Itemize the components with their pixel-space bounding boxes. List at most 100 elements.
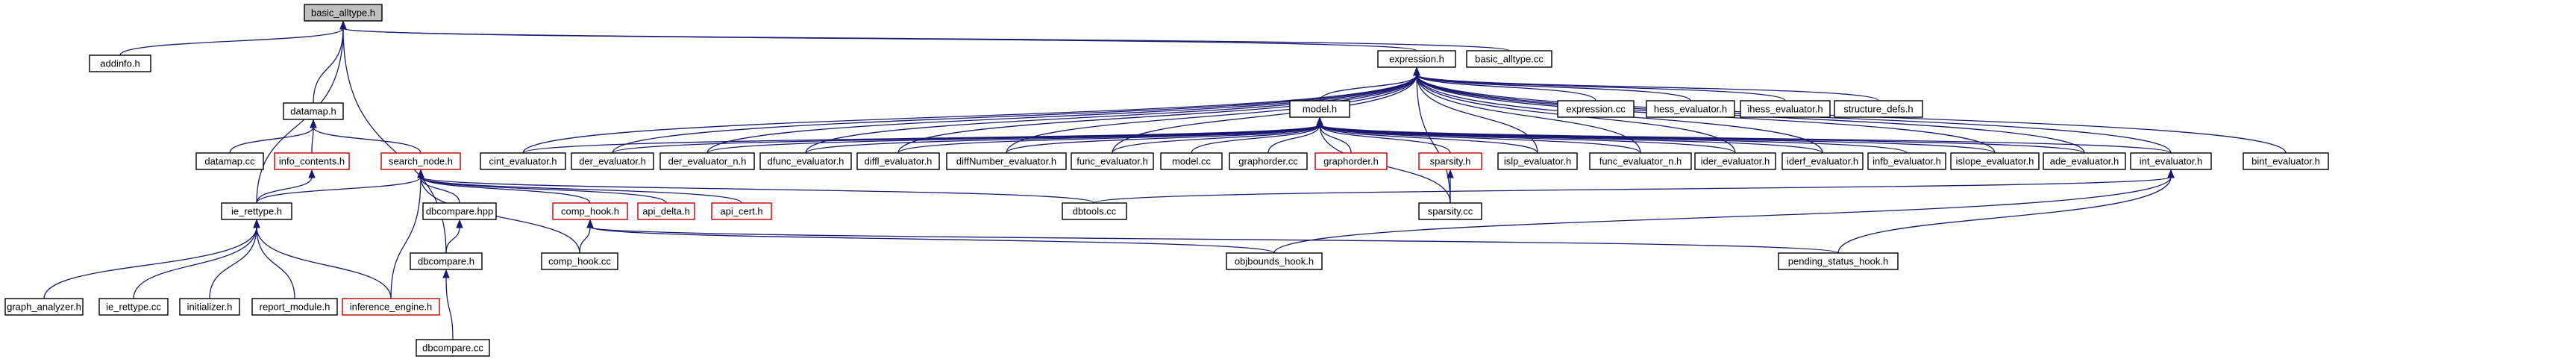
edge-datamap_cc-to-datamap_h (229, 119, 317, 154)
node-label: hess_evaluator.h (1654, 104, 1727, 115)
node-label: sparsity.h (1430, 156, 1471, 167)
node-graphorder-cc[interactable]: graphorder.cc (1229, 152, 1308, 170)
node-comp-hook-h[interactable]: comp_hook.h (552, 202, 628, 220)
node-cint-evaluator-h[interactable]: cint_evaluator.h (480, 152, 566, 170)
node-label: der_evaluator_n.h (668, 156, 747, 167)
node-islope-evaluator-h[interactable]: islope_evaluator.h (1950, 152, 2040, 170)
edge-api_delta_h-to-search_node_h (417, 169, 667, 204)
node-dfunc-evaluator-h[interactable]: dfunc_evaluator.h (759, 152, 852, 170)
node-model-cc[interactable]: model.cc (1160, 152, 1223, 170)
node-ade-evaluator-h[interactable]: ade_evaluator.h (2043, 152, 2126, 170)
node-label: der_evaluator.h (579, 156, 646, 167)
node-label: func_evaluator_n.h (1599, 156, 1682, 167)
node-hess-evaluator-h[interactable]: hess_evaluator.h (1646, 100, 1735, 118)
node-label: int_evaluator.h (2140, 156, 2203, 167)
node-label: info_contents.h (279, 156, 345, 167)
node-info-contents-h[interactable]: info_contents.h (274, 152, 350, 170)
edge-dbcompare_hpp-to-search_node_h (417, 169, 460, 204)
node-label: expression.h (1389, 54, 1444, 65)
node-pending-status-hook-h[interactable]: pending_status_hook.h (1778, 252, 1899, 270)
node-label: dbcompare.hpp (426, 206, 493, 217)
node-basic-alltype-cc[interactable]: basic_alltype.cc (1466, 50, 1552, 68)
node-expression-cc[interactable]: expression.cc (1557, 100, 1635, 118)
node-label: bint_evaluator.h (2251, 156, 2320, 167)
node-sparsity-cc[interactable]: sparsity.cc (1418, 202, 1482, 220)
edge-func_evaluator_h-to-expression_h (1112, 66, 1420, 154)
node-infb-evaluator-h[interactable]: infb_evaluator.h (1867, 152, 1946, 170)
edge-ie_rettype_h-to-search_node_h (256, 169, 424, 204)
node-dbcompare-h[interactable]: dbcompare.h (410, 252, 483, 270)
node-label: islope_evaluator.h (1956, 156, 2034, 167)
node-api-delta-h[interactable]: api_delta.h (637, 202, 695, 220)
node-islp-evaluator-h[interactable]: islp_evaluator.h (1497, 152, 1578, 170)
node-ie-rettype-h[interactable]: ie_rettype.h (221, 202, 292, 220)
node-dbtools-cc[interactable]: dbtools.cc (1062, 202, 1127, 220)
node-report-module-h[interactable]: report_module.h (251, 298, 338, 316)
node-label: diffl_evaluator.h (865, 156, 933, 167)
node-structure-defs-h[interactable]: structure_defs.h (1834, 100, 1923, 118)
node-api-cert-h[interactable]: api_cert.h (711, 202, 772, 220)
node-label: iderf_evaluator.h (1787, 156, 1858, 167)
node-label: ihess_evaluator.h (1747, 104, 1823, 115)
node-label: dbtools.cc (1073, 206, 1117, 217)
node-ihess-evaluator-h[interactable]: ihess_evaluator.h (1740, 100, 1831, 118)
edge-pending_status_hook_h-to-int_evaluator_h (1837, 169, 2175, 254)
node-iderf-evaluator-h[interactable]: iderf_evaluator.h (1781, 152, 1864, 170)
node-label: cint_evaluator.h (489, 156, 557, 167)
node-label: basic_alltype.cc (1475, 54, 1544, 65)
node-label: diffNumber_evaluator.h (956, 156, 1056, 167)
edge-dbtools_cc-to-search_node_h (417, 169, 1095, 204)
node-der-evaluator-h[interactable]: der_evaluator.h (571, 152, 654, 170)
node-search-node-h[interactable]: search_node.h (380, 152, 461, 170)
node-initializer-h[interactable]: initializer.h (179, 298, 240, 316)
node-inference-engine-h[interactable]: inference_engine.h (342, 298, 440, 316)
edge-report_module_h-to-ie_rettype_h (253, 219, 295, 299)
node-label: islp_evaluator.h (1504, 156, 1571, 167)
node-label: objbounds_hook.h (1235, 256, 1314, 267)
node-diffNumber-evaluator-h[interactable]: diffNumber_evaluator.h (946, 152, 1067, 170)
node-comp-hook-cc[interactable]: comp_hook.cc (541, 252, 618, 270)
edge-dbcompare_h-to-dbcompare_hpp (445, 219, 463, 254)
node-datamap-cc[interactable]: datamap.cc (195, 152, 264, 170)
node-label: dbcompare.cc (422, 343, 483, 354)
node-label: ie_rettype.h (231, 206, 282, 217)
node-label: pending_status_hook.h (1788, 256, 1888, 267)
edge-inference_engine_h-to-ie_rettype_h (253, 219, 392, 299)
node-basic-alltype-h[interactable]: basic_alltype.h (304, 4, 383, 22)
node-objbounds-hook-h[interactable]: objbounds_hook.h (1226, 252, 1323, 270)
node-int-evaluator-h[interactable]: int_evaluator.h (2130, 152, 2212, 170)
edge-initializer_h-to-ie_rettype_h (209, 219, 260, 299)
node-label: expression.cc (1566, 104, 1626, 115)
node-sparsity-h[interactable]: sparsity.h (1418, 152, 1482, 170)
node-func-evaluator-h[interactable]: func_evaluator.h (1071, 152, 1154, 170)
node-label: graphorder.cc (1238, 156, 1298, 167)
node-label: structure_defs.h (1843, 104, 1913, 115)
node-label: comp_hook.h (561, 206, 619, 217)
edge-graphorder_cc-to-model_h (1267, 116, 1323, 154)
node-label: addinfo.h (100, 58, 140, 69)
node-diffl-evaluator-h[interactable]: diffl_evaluator.h (856, 152, 940, 170)
node-label: inference_engine.h (350, 302, 433, 313)
node-label: func_evaluator.h (1077, 156, 1147, 167)
node-dbcompare-cc[interactable]: dbcompare.cc (416, 339, 490, 357)
edge-basic_alltype_cc-to-basic_alltype_h (339, 20, 1510, 52)
node-label: ie_rettype.cc (106, 302, 161, 313)
node-graphorder-h[interactable]: graphorder.h (1314, 152, 1388, 170)
node-label: basic_alltype.h (311, 7, 375, 19)
node-model-h[interactable]: model.h (1289, 100, 1350, 118)
node-ie-rettype-cc[interactable]: ie_rettype.cc (98, 298, 169, 316)
edge-sparsity_cc-to-sparsity_h (1447, 169, 1454, 203)
node-bint-evaluator-h[interactable]: bint_evaluator.h (2243, 152, 2329, 170)
node-label: sparsity.cc (1428, 206, 1473, 217)
node-addinfo-h[interactable]: addinfo.h (89, 54, 151, 72)
node-expression-h[interactable]: expression.h (1377, 50, 1456, 68)
node-label: ider_evaluator.h (1701, 156, 1770, 167)
node-graph-analyzer-h[interactable]: graph_analyzer.h (4, 298, 84, 316)
node-func-evaluator-n-h[interactable]: func_evaluator_n.h (1589, 152, 1692, 170)
node-dbcompare-hpp[interactable]: dbcompare.hpp (422, 202, 497, 220)
node-der-evaluator-n-h[interactable]: der_evaluator_n.h (659, 152, 755, 170)
node-ider-evaluator-h[interactable]: ider_evaluator.h (1694, 152, 1776, 170)
node-label: dfunc_evaluator.h (768, 156, 844, 167)
node-datamap-h[interactable]: datamap.h (283, 102, 344, 120)
